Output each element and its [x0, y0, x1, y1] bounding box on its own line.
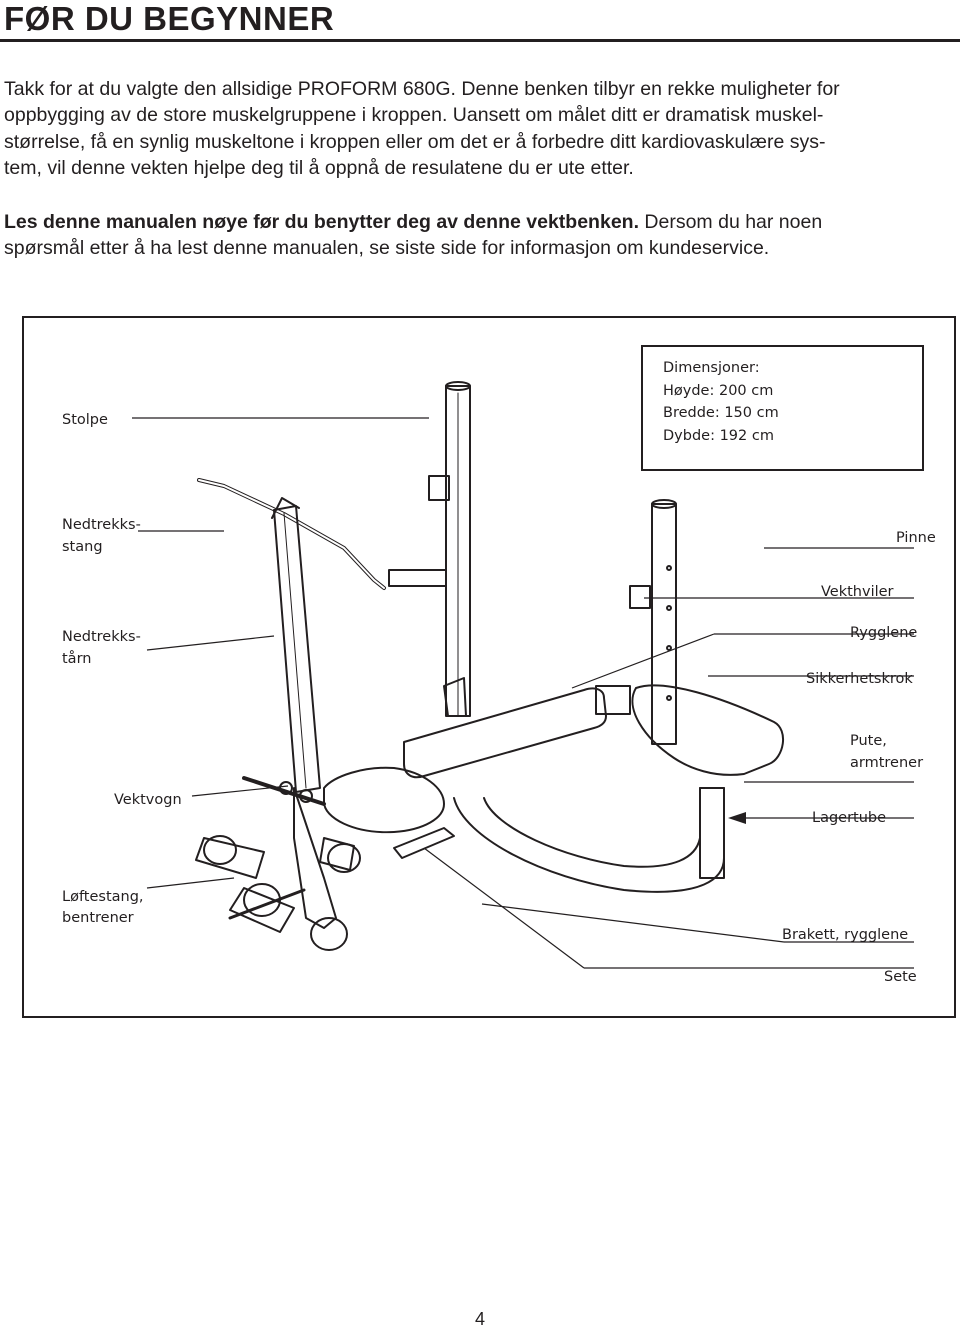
label-loftestang-2: bentrener — [62, 910, 134, 926]
page-title: FØR DU BEGYNNER — [4, 0, 335, 37]
label-brakett: Brakett, rygglene — [782, 927, 908, 943]
label-nedtrekksstang-1: Nedtrekks- — [62, 517, 141, 533]
notice-line-2: spørsmål etter å ha lest denne manualen,… — [4, 237, 770, 260]
leg-developer-frame — [293, 787, 337, 929]
base-frame — [453, 787, 725, 893]
intro-line-4: tem, vil denne vekten hjelpe deg til å o… — [4, 156, 634, 179]
dimension-depth: Dybde: 192 cm — [663, 427, 774, 444]
dimensions-heading: Dimensjoner: — [663, 360, 760, 376]
seat-pad — [323, 766, 445, 834]
label-pute-1: Pute, — [850, 733, 887, 749]
notice-bold: Les denne manualen nøye før du benytter … — [4, 211, 639, 233]
intro-line-1: Takk for at du valgte den allsidige PROF… — [4, 78, 840, 100]
intro-line-3: størrelse, få en synlig muskeltone i kro… — [4, 130, 826, 153]
upright-right-post — [651, 503, 677, 745]
label-vektvogn: Vektvogn — [114, 792, 182, 808]
pulldown-tower — [273, 505, 321, 793]
label-pute-2: armtrener — [850, 755, 923, 771]
label-sikkerhetskrok: Sikkerhetskrok — [806, 671, 913, 687]
arm-curl-pad — [631, 684, 784, 776]
label-pinne: Pinne — [896, 530, 936, 546]
label-nedtrekkstarn-1: Nedtrekks- — [62, 629, 141, 645]
label-vekthviler: Vekthviler — [821, 584, 894, 600]
notice-line-1-rest: Dersom du har noen — [639, 211, 823, 233]
bench-diagram: Stolpe Nedtrekks- stang Nedtrekks- tårn … — [22, 316, 956, 1018]
intro-line-2: oppbygging av de store muskelgruppene i … — [4, 104, 824, 127]
page-number: 4 — [474, 1309, 485, 1329]
bench-illustration: Stolpe Nedtrekks- stang Nedtrekks- tårn … — [62, 381, 936, 985]
label-lagertube: Lagertube — [812, 810, 886, 826]
label-nedtrekkstarn-2: tårn — [62, 650, 91, 667]
label-sete: Sete — [884, 969, 917, 985]
dimensions-box: Dimensjoner: Høyde: 200 cm Bredde: 150 c… — [641, 345, 924, 471]
title-rule — [0, 39, 960, 42]
notice-paragraph: Les denne manualen nøye før du benytter … — [4, 209, 949, 262]
dimension-width: Bredde: 150 cm — [663, 405, 779, 421]
label-nedtrekksstang-2: stang — [62, 539, 103, 555]
dimension-height: Høyde: 200 cm — [663, 382, 774, 399]
label-rygglene: Rygglene — [850, 625, 917, 641]
intro-paragraph: Takk for at du valgte den allsidige PROF… — [4, 76, 949, 181]
page-header: FØR DU BEGYNNER — [0, 0, 960, 42]
backrest-pad — [403, 687, 607, 779]
label-stolpe: Stolpe — [62, 412, 108, 428]
label-loftestang-1: Løftestang, — [62, 889, 144, 905]
